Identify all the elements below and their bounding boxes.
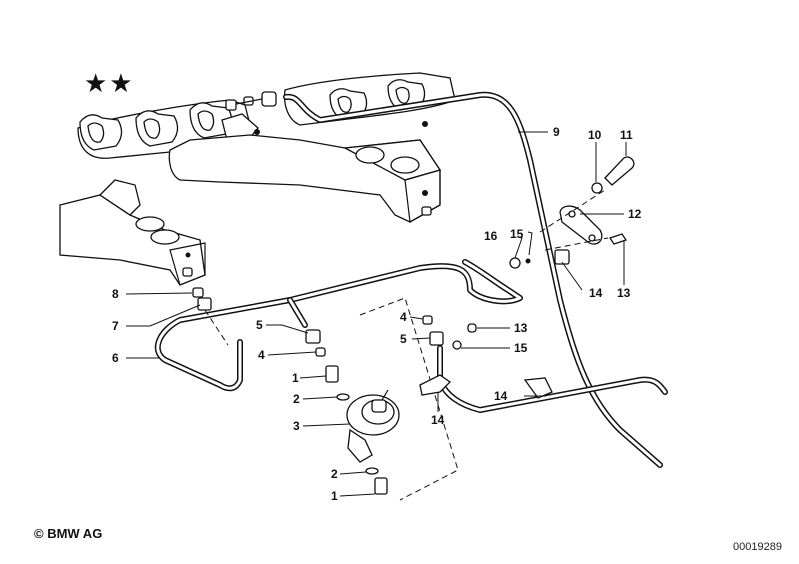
pressure-regulator <box>346 389 400 495</box>
pipe-6 <box>154 259 523 392</box>
exhaust-manifold-right <box>283 72 456 127</box>
callout-11: 11 <box>620 128 633 142</box>
copyright-notice: © BMW AG <box>34 526 103 541</box>
callout-15: 15 <box>510 227 524 241</box>
variant-marker: ★★ <box>84 68 135 98</box>
callout-4: 4 <box>258 348 265 362</box>
callout-13: 13 <box>617 286 631 300</box>
fitting-stack-right <box>419 315 553 399</box>
intake-manifold-left <box>59 179 206 286</box>
callout-12: 12 <box>628 207 642 221</box>
callout-15: 15 <box>514 341 528 355</box>
callout-2: 2 <box>331 467 338 481</box>
callout-3: 3 <box>293 419 300 433</box>
callout-13: 13 <box>514 321 528 335</box>
leader-lines <box>125 131 627 497</box>
callout-4: 4 <box>400 310 407 324</box>
intake-manifold-center <box>168 134 442 223</box>
callout-7: 7 <box>112 319 119 333</box>
callout-1: 1 <box>292 371 299 385</box>
callout-14: 14 <box>431 413 445 427</box>
assembly-boundary <box>359 297 459 501</box>
callout-5: 5 <box>400 332 407 346</box>
callout-6: 6 <box>112 351 119 365</box>
fitting-stack-left <box>192 287 350 401</box>
callout-14: 14 <box>589 286 603 300</box>
callout-16: 16 <box>484 229 498 243</box>
document-number: 00019289 <box>733 541 782 553</box>
callout-1: 1 <box>331 489 338 503</box>
callout-5: 5 <box>256 318 263 332</box>
callout-9: 9 <box>553 125 560 139</box>
bracket-assembly <box>509 156 635 269</box>
top-fittings <box>225 91 277 111</box>
callout-10: 10 <box>588 128 602 142</box>
pipe-lower <box>437 345 668 413</box>
callout-14: 14 <box>494 389 508 403</box>
callout-2: 2 <box>293 392 300 406</box>
callout-8: 8 <box>112 287 119 301</box>
